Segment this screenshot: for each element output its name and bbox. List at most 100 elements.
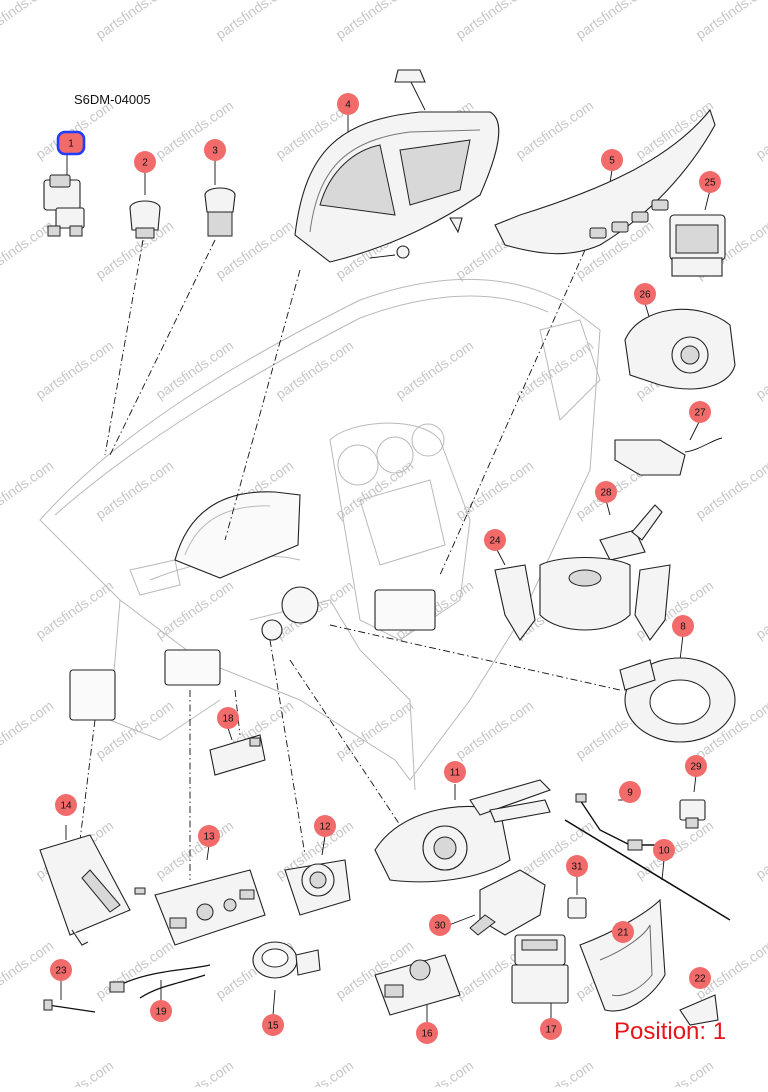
callout-8[interactable]: 8: [672, 615, 694, 637]
callout-15[interactable]: 15: [262, 1014, 284, 1036]
watermark-text: partsfinds.com: [753, 1057, 768, 1087]
callout-label: 21: [617, 928, 629, 939]
callout-4[interactable]: 4: [337, 93, 359, 115]
callout-circle: [689, 401, 711, 423]
watermark-text: partsfinds.com: [453, 457, 537, 522]
watermark-text: partsfinds.com: [153, 1057, 237, 1087]
callout-circle: [314, 815, 336, 837]
part-28-stalk: [599, 504, 663, 561]
callout-circle: [262, 1014, 284, 1036]
callout-label: 17: [545, 1025, 557, 1036]
callout-label: 2: [142, 158, 148, 169]
callout-label: 9: [627, 788, 633, 799]
dash-switch-panel-ghost: [164, 586, 436, 686]
callout-circle: [689, 967, 711, 989]
watermark-text: partsfinds.com: [153, 577, 237, 642]
callout-23[interactable]: 23: [50, 959, 72, 981]
watermark-text: partsfinds.com: [633, 1057, 717, 1087]
callout-28[interactable]: 28: [595, 481, 617, 503]
watermark-text: partsfinds.com: [753, 817, 768, 882]
part-22-trim-piece: [679, 994, 719, 1026]
callout-label: 18: [222, 714, 234, 725]
callout-27[interactable]: 27: [689, 401, 711, 423]
callout-label: 13: [203, 832, 215, 843]
callout-31[interactable]: 31: [566, 855, 588, 877]
callout-circle: [204, 139, 226, 161]
watermark-text: partsfinds.com: [93, 457, 177, 522]
part-14-module: [39, 834, 146, 946]
part-5-switch-bezel: [494, 108, 716, 255]
callout-3[interactable]: 3: [204, 139, 226, 161]
watermark-text: partsfinds.com: [513, 97, 597, 162]
part-30-switch: [469, 869, 546, 936]
callout-30[interactable]: 30: [429, 914, 451, 936]
leader-lines: [60, 69, 711, 1022]
callout-5[interactable]: 5: [601, 149, 623, 171]
callout-label: 27: [694, 408, 706, 419]
callout-9[interactable]: 9: [619, 781, 641, 803]
callout-21[interactable]: 21: [612, 921, 634, 943]
part-13-control-panel: [154, 869, 266, 946]
callout-highlight-box: [56, 130, 86, 156]
callout-16[interactable]: 16: [416, 1022, 438, 1044]
part-29-sensor: [679, 799, 706, 829]
part-8-clockspring-ring: [619, 657, 736, 743]
callout-25[interactable]: 25: [699, 171, 721, 193]
watermark-text: partsfinds.com: [33, 337, 117, 402]
watermark-text: partsfinds.com: [213, 0, 297, 42]
callout-label: 28: [600, 488, 612, 499]
callout-label: 1: [68, 139, 74, 150]
callout-label: 12: [319, 822, 331, 833]
watermark-text: partsfinds.com: [513, 1057, 597, 1087]
callout-label: 15: [267, 1021, 279, 1032]
callout-26[interactable]: 26: [634, 283, 656, 305]
callout-11[interactable]: 11: [444, 761, 466, 783]
position-label: Position: 1: [614, 1018, 727, 1045]
part-9-cable: [575, 793, 660, 851]
watermark-text: partsfinds.com: [153, 817, 237, 882]
callout-label: 25: [704, 178, 716, 189]
watermark-text: partsfinds.com: [753, 337, 768, 402]
dashboard-outline: [39, 278, 601, 791]
part-18-switch: [209, 734, 266, 776]
part-11-combination-switch: [374, 779, 552, 883]
callout-circle: [540, 1018, 562, 1040]
callout-circle: [55, 794, 77, 816]
callout-13[interactable]: 13: [198, 825, 220, 847]
watermark-text: partsfinds.com: [273, 1057, 357, 1087]
callout-label: 23: [55, 966, 67, 977]
callout-circle: [134, 151, 156, 173]
callout-label: 3: [212, 146, 218, 157]
callout-24[interactable]: 24: [484, 529, 506, 551]
part-4-instrument-cluster: [294, 69, 500, 263]
callout-19[interactable]: 19: [150, 1000, 172, 1022]
callout-circle: [429, 914, 451, 936]
callout-14[interactable]: 14: [55, 794, 77, 816]
callout-circle: [601, 149, 623, 171]
callout-29[interactable]: 29: [685, 755, 707, 777]
part-16-switch-block: [374, 954, 461, 1016]
watermark-text: partsfinds.com: [0, 0, 56, 42]
callout-circle: [150, 1000, 172, 1022]
watermark-text: partsfinds.com: [333, 0, 417, 42]
callout-1-selected[interactable]: 1: [56, 130, 86, 156]
watermark-text: partsfinds.com: [693, 0, 768, 42]
callout-2[interactable]: 2: [134, 151, 156, 173]
watermark-text: partsfinds.com: [93, 0, 177, 42]
part-10-rod: [564, 819, 731, 921]
watermark-text: partsfinds.com: [753, 97, 768, 162]
callout-10[interactable]: 10: [653, 839, 675, 861]
callout-12[interactable]: 12: [314, 815, 336, 837]
callout-22[interactable]: 22: [689, 967, 711, 989]
callout-circle: [217, 707, 239, 729]
callout-18[interactable]: 18: [217, 707, 239, 729]
watermark-text: partsfinds.com: [693, 457, 768, 522]
callout-circle: [595, 481, 617, 503]
callout-label: 11: [450, 768, 461, 779]
callout-label: 14: [60, 801, 72, 812]
callout-17[interactable]: 17: [540, 1018, 562, 1040]
part-2-button: [129, 200, 161, 239]
watermark-text: partsfinds.com: [333, 457, 417, 522]
